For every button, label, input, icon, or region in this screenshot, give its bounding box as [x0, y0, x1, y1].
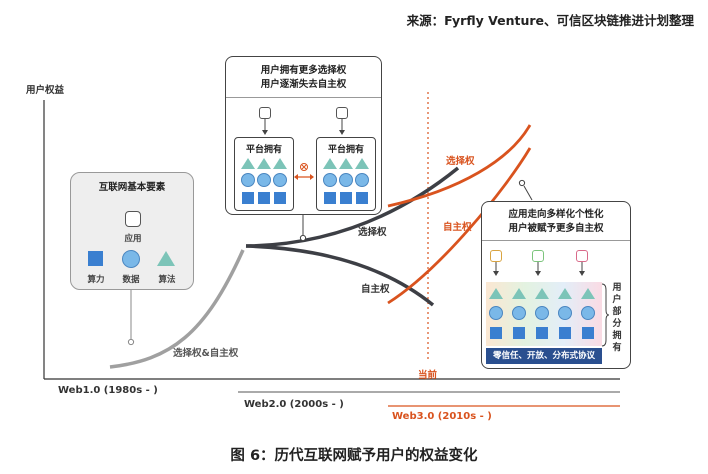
algorithm-icon [512, 288, 526, 299]
web2-choice-curve [245, 166, 460, 248]
data-icon [535, 306, 549, 320]
algorithm-icon [323, 158, 337, 169]
algorithm-icon [157, 251, 175, 266]
algorithm-icon [355, 158, 369, 169]
web2-down-arrows [262, 119, 345, 135]
web3-title-line1: 应用走向多样化个性化 [508, 209, 604, 220]
web2-autonomy-curve [245, 244, 435, 307]
web3-choice-curve [387, 124, 532, 208]
web3-choice-label: 选择权 [446, 156, 475, 167]
web2-divider [226, 97, 381, 98]
algorithm-icon [339, 158, 353, 169]
data-icon [581, 306, 595, 320]
compute-label: 算力 [87, 275, 105, 285]
algorithm-icon [273, 158, 287, 169]
web1-curve-label: 选择权&自主权 [173, 348, 239, 359]
basic-elements-box: 互联网基本要素 应用 算力 数据 算法 [70, 172, 194, 290]
data-icon [257, 173, 271, 187]
basic-box-title: 互联网基本要素 [98, 182, 166, 193]
data-icon [241, 173, 255, 187]
data-icon [355, 173, 369, 187]
data-icon [323, 173, 337, 187]
web3-app-icon-1 [490, 250, 502, 262]
compute-icon [513, 327, 525, 339]
compute-icon [88, 251, 103, 266]
web3-box-connector [523, 185, 533, 201]
web2-choice-label: 选择权 [358, 227, 387, 238]
data-icon [558, 306, 572, 320]
platform-right: 平台拥有 [316, 137, 376, 211]
compute-icon [490, 327, 502, 339]
compute-icon [258, 192, 270, 204]
protocol-banner: 零信任、开放、分布式协议 [486, 348, 602, 364]
compute-icon [559, 327, 571, 339]
algorithm-icon [535, 288, 549, 299]
web3-app-icon-2 [532, 250, 544, 262]
y-axis-label: 用户权益 [26, 85, 65, 96]
web2-app-icon-left [259, 107, 271, 119]
figure-caption: 图 6：历代互联网赋予用户的权益变化 [230, 448, 478, 464]
app-icon [125, 211, 141, 227]
source-note: 来源：Fyrfly Venture、可信区块链推进计划整理 [406, 13, 694, 28]
web3-side-text: 用 户 部 分 拥 有 [612, 283, 622, 353]
web2-app-icon-right [336, 107, 348, 119]
data-icon [512, 306, 526, 320]
platform-left-label: 平台拥有 [245, 145, 282, 155]
web2-era-label: Web2.0 (2000s - ) [244, 399, 344, 410]
web2-box: 用户拥有更多选择权 用户逐渐失去自主权 平台拥有 平台拥有 [225, 56, 382, 215]
web3-autonomy-label: 自主权 [443, 222, 472, 233]
platform-left: 平台拥有 [234, 137, 294, 211]
web3-autonomy-curve [387, 147, 532, 305]
data-icon [489, 306, 503, 320]
web3-title-line2: 用户被赋予更多自主权 [508, 223, 604, 234]
blocked-exchange-icon [294, 163, 314, 180]
data-icon [339, 173, 353, 187]
web3-era-label: Web3.0 (2010s - ) [392, 411, 492, 422]
web2-title-line1: 用户拥有更多选择权 [260, 65, 347, 76]
data-icon [273, 173, 287, 187]
app-label: 应用 [124, 234, 142, 244]
web1-era-label: Web1.0 (1980s - ) [58, 385, 158, 396]
compute-icon [582, 327, 594, 339]
web3-app-icon-3 [576, 250, 588, 262]
algorithm-icon [489, 288, 503, 299]
algorithm-icon [257, 158, 271, 169]
compute-icon [324, 192, 336, 204]
web1-curve [109, 249, 245, 369]
algorithm-label: 算法 [158, 275, 176, 285]
web2-autonomy-label: 自主权 [361, 284, 390, 295]
web2-title-line2: 用户逐渐失去自主权 [260, 79, 347, 90]
compute-icon [356, 192, 368, 204]
algorithm-icon [558, 288, 572, 299]
web3-divider [482, 240, 630, 241]
data-icon [122, 250, 140, 268]
algorithm-icon [581, 288, 595, 299]
web3-box: 应用走向多样化个性化 用户被赋予更多自主权 用 户 部 分 拥 有 零信任、开放… [481, 201, 631, 369]
now-label: 当前 [418, 370, 438, 381]
compute-icon [274, 192, 286, 204]
web3-bracket [601, 283, 610, 347]
data-label: 数据 [122, 275, 140, 285]
web3-down-arrows [493, 262, 585, 276]
compute-icon [242, 192, 254, 204]
compute-icon [340, 192, 352, 204]
platform-right-label: 平台拥有 [327, 145, 364, 155]
compute-icon [536, 327, 548, 339]
algorithm-icon [241, 158, 255, 169]
